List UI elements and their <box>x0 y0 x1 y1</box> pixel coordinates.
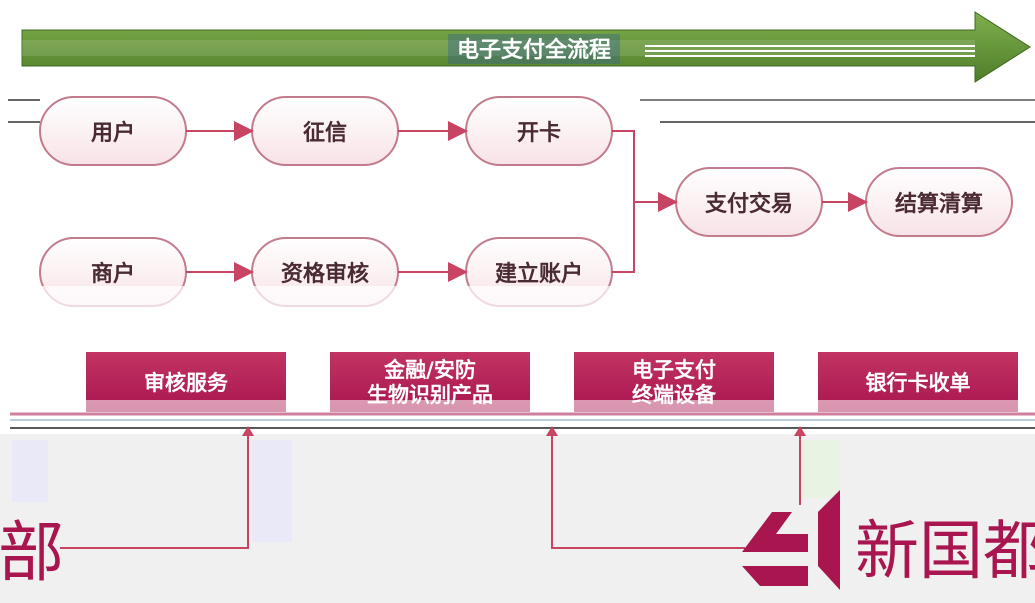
flow-node-open-card: 开卡 <box>465 96 613 166</box>
node-label: 资格审核 <box>281 261 369 287</box>
noise-strip <box>0 400 1035 432</box>
box-connectors <box>60 432 801 549</box>
box-label: 银行卡收单 <box>866 371 971 395</box>
flow-node-credit: 征信 <box>251 96 399 166</box>
node-label: 用户 <box>91 120 135 146</box>
lower-panel <box>0 434 1035 603</box>
flow-node-settlement: 结算清算 <box>865 167 1013 237</box>
box-label: 金融/安防 <box>383 358 476 382</box>
company-logo <box>742 490 840 590</box>
box-label: 审核服务 <box>144 371 229 395</box>
faded-band <box>0 286 1035 334</box>
connector-arrowheads <box>242 426 806 436</box>
flow-node-payment: 支付交易 <box>675 167 823 237</box>
logo-text: 新国都 <box>855 515 1035 589</box>
node-label: 商户 <box>91 261 135 287</box>
node-label: 结算清算 <box>895 191 983 217</box>
panel-tint-right <box>800 440 840 498</box>
panel-tint-mid <box>252 440 292 542</box>
node-label: 征信 <box>303 120 347 146</box>
decorative-lines <box>8 99 1035 123</box>
node-label: 开卡 <box>517 121 561 146</box>
node-label: 支付交易 <box>705 191 793 217</box>
process-banner: 电子支付全流程 <box>21 11 1031 83</box>
flow-connectors <box>186 121 868 282</box>
flow-node-user: 用户 <box>39 96 187 166</box>
panel-tint-left <box>12 440 48 502</box>
partial-character: 部 <box>0 514 64 591</box>
node-label: 建立账户 <box>495 261 583 287</box>
box-label: 电子支付 <box>632 358 716 382</box>
banner-title: 电子支付全流程 <box>457 37 611 63</box>
